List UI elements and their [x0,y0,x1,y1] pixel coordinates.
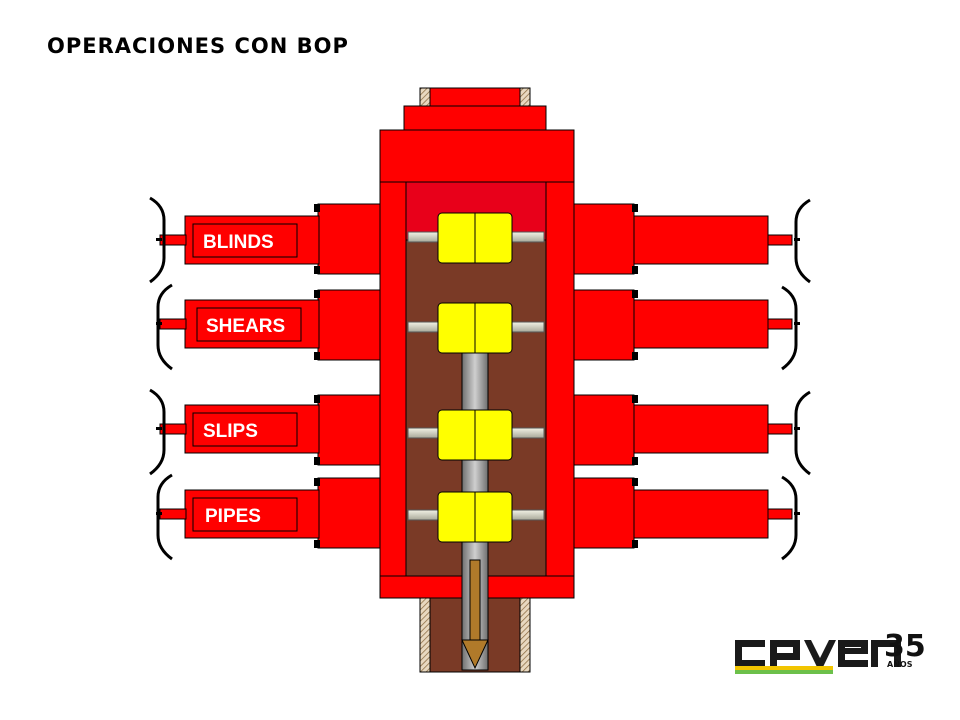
ram-label-pipes: PIPES [205,506,261,527]
logo-subtitle: AÑOS [887,659,913,669]
ram-label-shears: SHEARS [206,316,285,337]
page-title: OPERACIONES CON BOP [47,34,349,58]
right-actuators [573,198,811,561]
ram-assemblies [407,212,545,543]
down-arrow-icon [461,559,489,670]
top-flange [379,87,575,183]
ram-label-slips: SLIPS [203,421,258,442]
left-actuators [149,196,381,561]
ram-label-blinds: BLINDS [203,232,274,253]
logo-number: 35 [884,629,926,664]
cpven-logo: 35 AÑOS [735,629,926,674]
